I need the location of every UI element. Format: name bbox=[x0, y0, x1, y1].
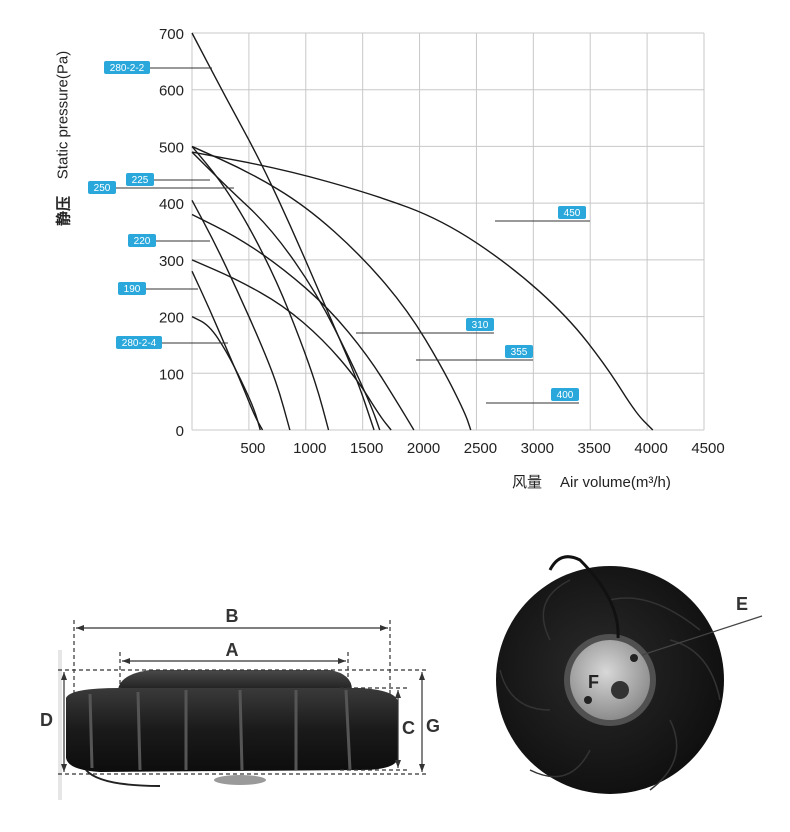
callout-450: 450 bbox=[495, 206, 590, 222]
y-tick-label: 600 bbox=[159, 83, 184, 100]
fan-impeller-body bbox=[66, 688, 398, 772]
callout-box bbox=[505, 345, 533, 358]
curve-450 bbox=[191, 151, 654, 431]
x-tick-label: 3500 bbox=[578, 440, 611, 457]
fan-side-view: B A D C G bbox=[40, 606, 440, 800]
callout-220: 220 bbox=[128, 234, 210, 247]
dim-label-c: C bbox=[402, 718, 415, 738]
callout-box bbox=[118, 282, 146, 295]
callout-box bbox=[466, 318, 494, 331]
dim-label-a: A bbox=[226, 640, 239, 660]
callout-400: 400 bbox=[486, 388, 579, 404]
callout-label: 400 bbox=[557, 390, 574, 401]
fan-motor-hub bbox=[570, 640, 650, 720]
callout-280-2-2: 280-2-2 bbox=[104, 61, 212, 74]
dim-label-b: B bbox=[226, 606, 239, 626]
callout-box bbox=[558, 206, 586, 219]
curve-190 bbox=[191, 270, 264, 431]
curve-callouts: 280-2-2 225 250 220 190 280-2-4 310 355 400 450 bbox=[88, 61, 590, 404]
y-axis-label: Static pressure(Pa) bbox=[54, 50, 72, 180]
curve-280-2-2 bbox=[191, 32, 375, 431]
x-tick-label: 4500 bbox=[691, 440, 724, 457]
fan-cable bbox=[85, 769, 161, 787]
callout-label: 225 bbox=[132, 175, 149, 186]
callout-label: 250 bbox=[94, 183, 111, 194]
callout-355: 355 bbox=[416, 345, 533, 361]
x-tick-label: 500 bbox=[240, 440, 265, 457]
callout-box bbox=[104, 61, 150, 74]
callout-label: 355 bbox=[511, 347, 528, 358]
y-tick-label: 500 bbox=[159, 139, 184, 156]
x-tick-label: 2000 bbox=[407, 440, 440, 457]
callout-box bbox=[116, 336, 162, 349]
callout-label: 280-2-2 bbox=[110, 63, 145, 74]
y-tick-label: 0 bbox=[176, 423, 184, 440]
x-tick-label: 3000 bbox=[521, 440, 554, 457]
pq-chart: 0 100 200 300 400 500 600 700 500 1000 1500 2000 25… bbox=[88, 26, 725, 457]
callout-310: 310 bbox=[356, 318, 494, 334]
y-axis-label-cn: 静压 bbox=[55, 195, 73, 227]
callout-box bbox=[551, 388, 579, 401]
callout-label: 310 bbox=[472, 320, 489, 331]
curve-250 bbox=[191, 151, 381, 431]
fan-disc-blades bbox=[499, 579, 721, 791]
callout-label: 450 bbox=[564, 208, 581, 219]
curve-355 bbox=[191, 213, 415, 431]
x-tick-label: 1500 bbox=[350, 440, 383, 457]
fan-hub bbox=[118, 670, 352, 690]
y-tick-label: 100 bbox=[159, 366, 184, 383]
dim-label-f: F bbox=[588, 672, 599, 692]
performance-curves bbox=[191, 32, 654, 431]
callout-box bbox=[126, 173, 154, 186]
fan-motor-base bbox=[214, 775, 266, 785]
y-tick-label: 700 bbox=[159, 26, 184, 43]
fan-blades bbox=[88, 689, 352, 771]
callout-label: 280-2-4 bbox=[122, 338, 157, 349]
curve-225 bbox=[191, 145, 330, 431]
dim-label-g: G bbox=[426, 716, 440, 736]
curve-280-2-4 bbox=[191, 315, 261, 431]
callout-label: 220 bbox=[134, 236, 151, 247]
callout-box bbox=[88, 181, 116, 194]
y-tick-label: 300 bbox=[159, 253, 184, 270]
x-tick-label: 2500 bbox=[464, 440, 497, 457]
fan-front-view: E F bbox=[496, 555, 763, 794]
callout-280-2-4: 280-2-4 bbox=[116, 336, 228, 349]
dim-label-e: E bbox=[736, 594, 748, 614]
callout-190: 190 bbox=[118, 282, 198, 295]
y-tick-labels: 0 100 200 300 400 500 600 700 bbox=[159, 26, 184, 440]
fan-power-cable bbox=[548, 555, 620, 639]
curve-310 bbox=[191, 259, 392, 431]
photo-backdrop bbox=[58, 650, 62, 800]
y-tick-label: 200 bbox=[159, 310, 184, 327]
callout-box bbox=[128, 234, 156, 247]
y-tick-label: 400 bbox=[159, 196, 184, 213]
chart-grid bbox=[191, 32, 705, 431]
x-tick-label: 1000 bbox=[293, 440, 326, 457]
curve-400 bbox=[191, 145, 472, 431]
dim-label-d: D bbox=[40, 710, 53, 730]
callout-label: 190 bbox=[124, 284, 141, 295]
callout-250: 250 bbox=[88, 181, 234, 194]
callout-225: 225 bbox=[126, 173, 210, 186]
x-tick-labels: 500 1000 1500 2000 2500 3000 3500 4000 4500 bbox=[240, 440, 724, 457]
x-tick-label: 4000 bbox=[634, 440, 667, 457]
